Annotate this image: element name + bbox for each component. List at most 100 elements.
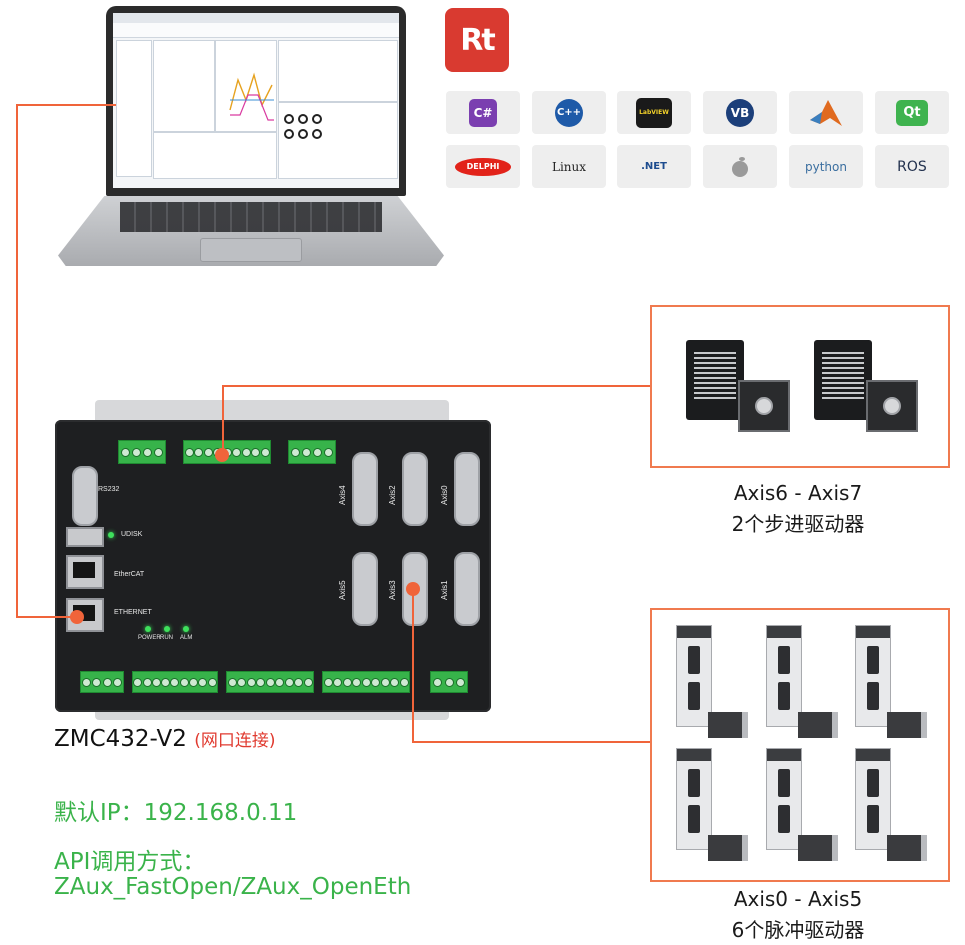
software-editor-pane xyxy=(153,40,215,132)
software-titlebar xyxy=(113,13,399,23)
ros-icon: ROS xyxy=(897,158,927,175)
wire-ethernet-vertical xyxy=(16,104,18,618)
model-name: ZMC432-V2 xyxy=(54,726,187,752)
run-led xyxy=(164,626,170,632)
servo-driver-3 xyxy=(855,625,891,727)
axis2-connector xyxy=(402,452,428,526)
software-io-pane xyxy=(278,102,398,179)
axis0-connector xyxy=(454,452,480,526)
stepper-driver-1 xyxy=(686,340,744,420)
sdk-cplusplus: C++ xyxy=(532,91,606,134)
software-table-pane xyxy=(278,40,398,102)
udisk-led xyxy=(108,532,114,538)
model-connection-note: (网口连接) xyxy=(194,731,276,751)
axis5-label: Axis5 xyxy=(338,580,347,600)
sdk-qt: Qt xyxy=(875,91,949,134)
wire-stepper-horizontal xyxy=(222,385,652,387)
software-waveform-plot xyxy=(229,72,274,121)
sdk-linux: Linux xyxy=(532,145,606,188)
sdk-labview: LabVIEW xyxy=(617,91,691,134)
servo-driver-6 xyxy=(855,748,891,850)
ethernet-connection-dot xyxy=(70,610,84,624)
stepper-motor-1 xyxy=(738,380,790,432)
cplusplus-icon: C++ xyxy=(555,98,583,127)
servo-connection-dot xyxy=(406,582,420,596)
power-label: POWER xyxy=(138,635,161,641)
stepper-connection-dot xyxy=(215,448,229,462)
terminal-can xyxy=(118,440,166,464)
ethercat-port xyxy=(66,555,104,589)
model-title: ZMC432-V2 (网口连接) xyxy=(54,726,275,752)
terminal-inputs-2 xyxy=(226,671,314,693)
stepper-motor-2 xyxy=(866,380,918,432)
sdk-dotnet: .NET xyxy=(617,145,691,188)
sdk-vb: VB xyxy=(703,91,777,134)
matlab-icon xyxy=(810,99,842,126)
ethercat-label: EtherCAT xyxy=(114,571,145,578)
wire-servo-horizontal xyxy=(412,741,652,743)
sdk-csharp: C# xyxy=(446,91,520,134)
python-icon: python xyxy=(805,159,847,174)
dotnet-icon: .NET xyxy=(641,161,667,172)
wire-ethernet-controller xyxy=(16,616,76,618)
default-ip-label: 默认IP：192.168.0.11 xyxy=(54,800,298,826)
servo-motor-5 xyxy=(798,835,838,861)
servo-range-label: Axis0 - Axis5 xyxy=(733,887,863,911)
udisk-label: UDISK xyxy=(121,531,143,538)
axis1-connector xyxy=(454,552,480,626)
delphi-icon: DELPHI xyxy=(455,157,511,176)
alm-label: ALM xyxy=(180,635,193,641)
axis5-connector xyxy=(352,552,378,626)
apple-icon xyxy=(732,156,748,177)
sdk-matlab xyxy=(789,91,863,134)
sdk-ros: ROS xyxy=(875,145,949,188)
qt-icon: Qt xyxy=(896,99,928,126)
rs232-port xyxy=(72,466,98,526)
axis4-label: Axis4 xyxy=(338,485,347,505)
wire-stepper-vertical xyxy=(222,385,224,455)
software-toolbar xyxy=(113,23,399,38)
terminal-outputs-2 xyxy=(288,440,336,464)
terminal-inputs-1 xyxy=(132,671,218,693)
sdk-apple xyxy=(703,145,777,188)
servo-motor-2 xyxy=(798,712,838,738)
ethernet-label: ETHERNET xyxy=(114,609,152,616)
servo-motor-1 xyxy=(708,712,748,738)
laptop-keyboard xyxy=(120,202,382,232)
axis4-connector xyxy=(352,452,378,526)
axis3-label: Axis3 xyxy=(388,580,397,600)
labview-icon: LabVIEW xyxy=(636,97,672,128)
servo-motor-4 xyxy=(708,835,748,861)
run-label: RUN xyxy=(160,635,173,641)
sdk-python: python xyxy=(789,145,863,188)
servo-driver-5 xyxy=(766,748,802,850)
software-project-pane xyxy=(116,40,152,177)
vb-icon: VB xyxy=(726,98,754,127)
terminal-power xyxy=(430,671,468,693)
stepper-range-label: Axis6 - Axis7 xyxy=(733,481,863,505)
rt-logo-icon: Rt xyxy=(445,8,509,72)
sdk-delphi: DELPHI xyxy=(446,145,520,188)
api-title-label: API调用方式： xyxy=(54,849,206,875)
stepper-desc-label: 2个步进驱动器 xyxy=(731,512,865,536)
terminal-inputs-3 xyxy=(322,671,410,693)
stepper-driver-2 xyxy=(814,340,872,420)
software-io-circles xyxy=(284,114,322,139)
axis2-label: Axis2 xyxy=(388,485,397,505)
laptop-touchpad xyxy=(200,238,302,262)
axis1-label: Axis1 xyxy=(440,580,449,600)
csharp-icon: C# xyxy=(469,98,497,127)
servo-driver-1 xyxy=(676,625,712,727)
wire-servo-vertical xyxy=(412,588,414,742)
axis0-label: Axis0 xyxy=(440,485,449,505)
wire-ethernet-laptop xyxy=(16,104,116,106)
software-output-pane xyxy=(153,132,277,179)
servo-motor-6 xyxy=(887,835,927,861)
udisk-port xyxy=(66,527,104,547)
servo-desc-label: 6个脉冲驱动器 xyxy=(731,918,865,942)
servo-driver-4 xyxy=(676,748,712,850)
rs232-label: RS232 xyxy=(98,486,120,493)
servo-motor-3 xyxy=(887,712,927,738)
terminal-da xyxy=(80,671,124,693)
alm-led xyxy=(183,626,189,632)
